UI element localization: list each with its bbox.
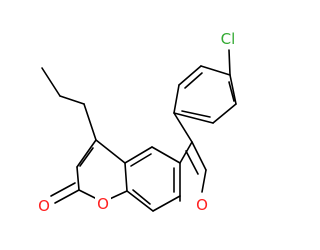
bond bbox=[212, 103, 237, 124]
bond bbox=[184, 72, 203, 89]
bond bbox=[152, 195, 181, 212]
bond bbox=[126, 190, 154, 212]
ring-oxygen-label: O bbox=[97, 195, 109, 213]
bond bbox=[228, 49, 231, 76]
bond bbox=[200, 65, 231, 76]
bond bbox=[95, 139, 126, 164]
bond bbox=[124, 162, 128, 192]
bond bbox=[173, 84, 180, 114]
bond bbox=[201, 169, 207, 193]
furan-oxygen-atom: O bbox=[194, 196, 210, 214]
bond bbox=[151, 146, 181, 164]
bond bbox=[41, 67, 61, 97]
bond bbox=[185, 150, 199, 175]
bond bbox=[178, 65, 202, 86]
bond bbox=[54, 189, 80, 204]
bond bbox=[229, 74, 237, 105]
bond bbox=[173, 112, 214, 124]
furan-oxygen-label: O bbox=[196, 196, 208, 214]
bond bbox=[191, 141, 207, 171]
bond bbox=[228, 81, 235, 102]
bond bbox=[132, 189, 151, 205]
bond bbox=[83, 103, 97, 141]
chlorine-label: Cl bbox=[221, 30, 236, 48]
chlorine-atom: Cl bbox=[216, 30, 240, 48]
structural-formula: Cl O O O bbox=[36, 30, 240, 215]
bonds bbox=[41, 49, 237, 212]
bond bbox=[130, 153, 152, 167]
ring-oxygen-atom: O bbox=[95, 195, 111, 213]
bond bbox=[79, 147, 94, 167]
carbonyl-oxygen-atom: O bbox=[36, 197, 52, 215]
bond bbox=[173, 112, 193, 143]
bond bbox=[76, 139, 97, 168]
bond bbox=[76, 166, 80, 191]
bond bbox=[124, 146, 153, 164]
atom-labels: Cl O O O bbox=[36, 30, 240, 215]
bond bbox=[181, 110, 211, 118]
carbonyl-oxygen-label: O bbox=[38, 197, 50, 215]
bond bbox=[50, 182, 76, 197]
bond bbox=[59, 95, 85, 105]
